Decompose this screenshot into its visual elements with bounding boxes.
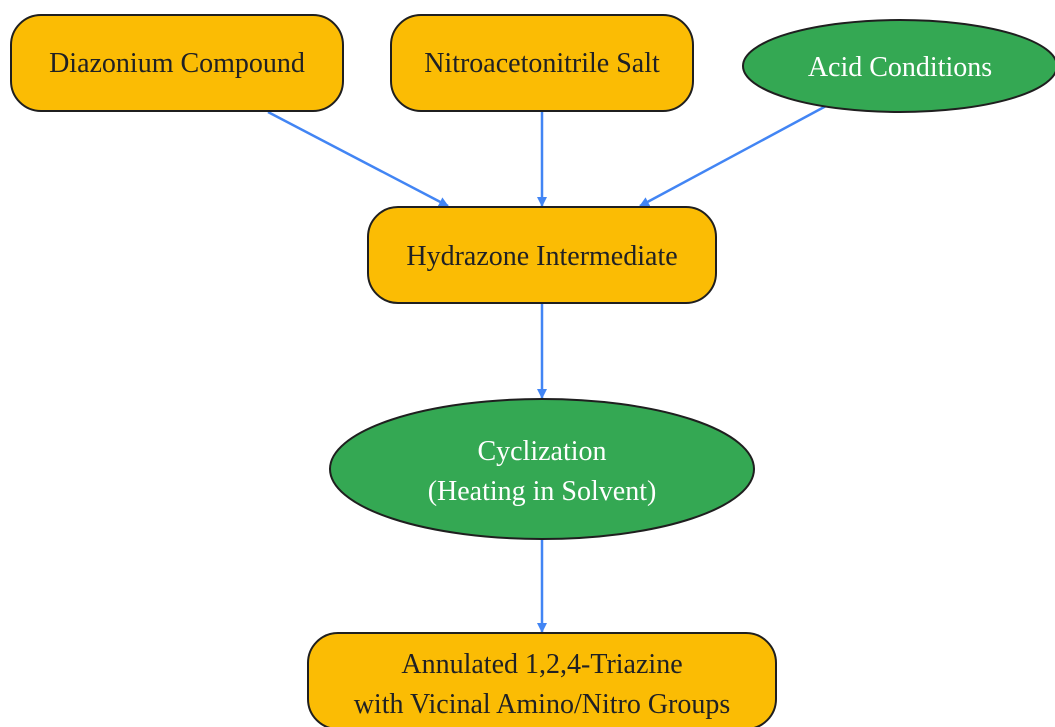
node-acid-conditions-label: Acid Conditions [808, 52, 992, 83]
node-cyclization-line1: Cyclization [477, 436, 606, 467]
node-hydrazone-intermediate: Hydrazone Intermediate [367, 206, 717, 304]
edge-diazonium-to-hydrazone [267, 110, 449, 208]
node-diazonium-compound-label: Diazonium Compound [49, 48, 305, 79]
node-nitroacetonitrile-salt: Nitroacetonitrile Salt [390, 14, 694, 112]
node-hydrazone-intermediate-label: Hydrazone Intermediate [406, 241, 677, 272]
node-annulated-triazine: Annulated 1,2,4-Triazine with Vicinal Am… [307, 632, 777, 727]
node-annulated-triazine-line2: with Vicinal Amino/Nitro Groups [354, 689, 731, 720]
node-cyclization-line2: (Heating in Solvent) [428, 476, 657, 507]
edge-acid-to-hydrazone [639, 104, 827, 208]
node-annulated-triazine-line1: Annulated 1,2,4-Triazine [401, 649, 682, 680]
node-acid-conditions: Acid Conditions [742, 19, 1055, 113]
node-cyclization: Cyclization (Heating in Solvent) [329, 398, 755, 540]
node-diazonium-compound: Diazonium Compound [10, 14, 344, 112]
node-nitroacetonitrile-salt-label: Nitroacetonitrile Salt [424, 48, 660, 79]
edges [267, 104, 827, 633]
